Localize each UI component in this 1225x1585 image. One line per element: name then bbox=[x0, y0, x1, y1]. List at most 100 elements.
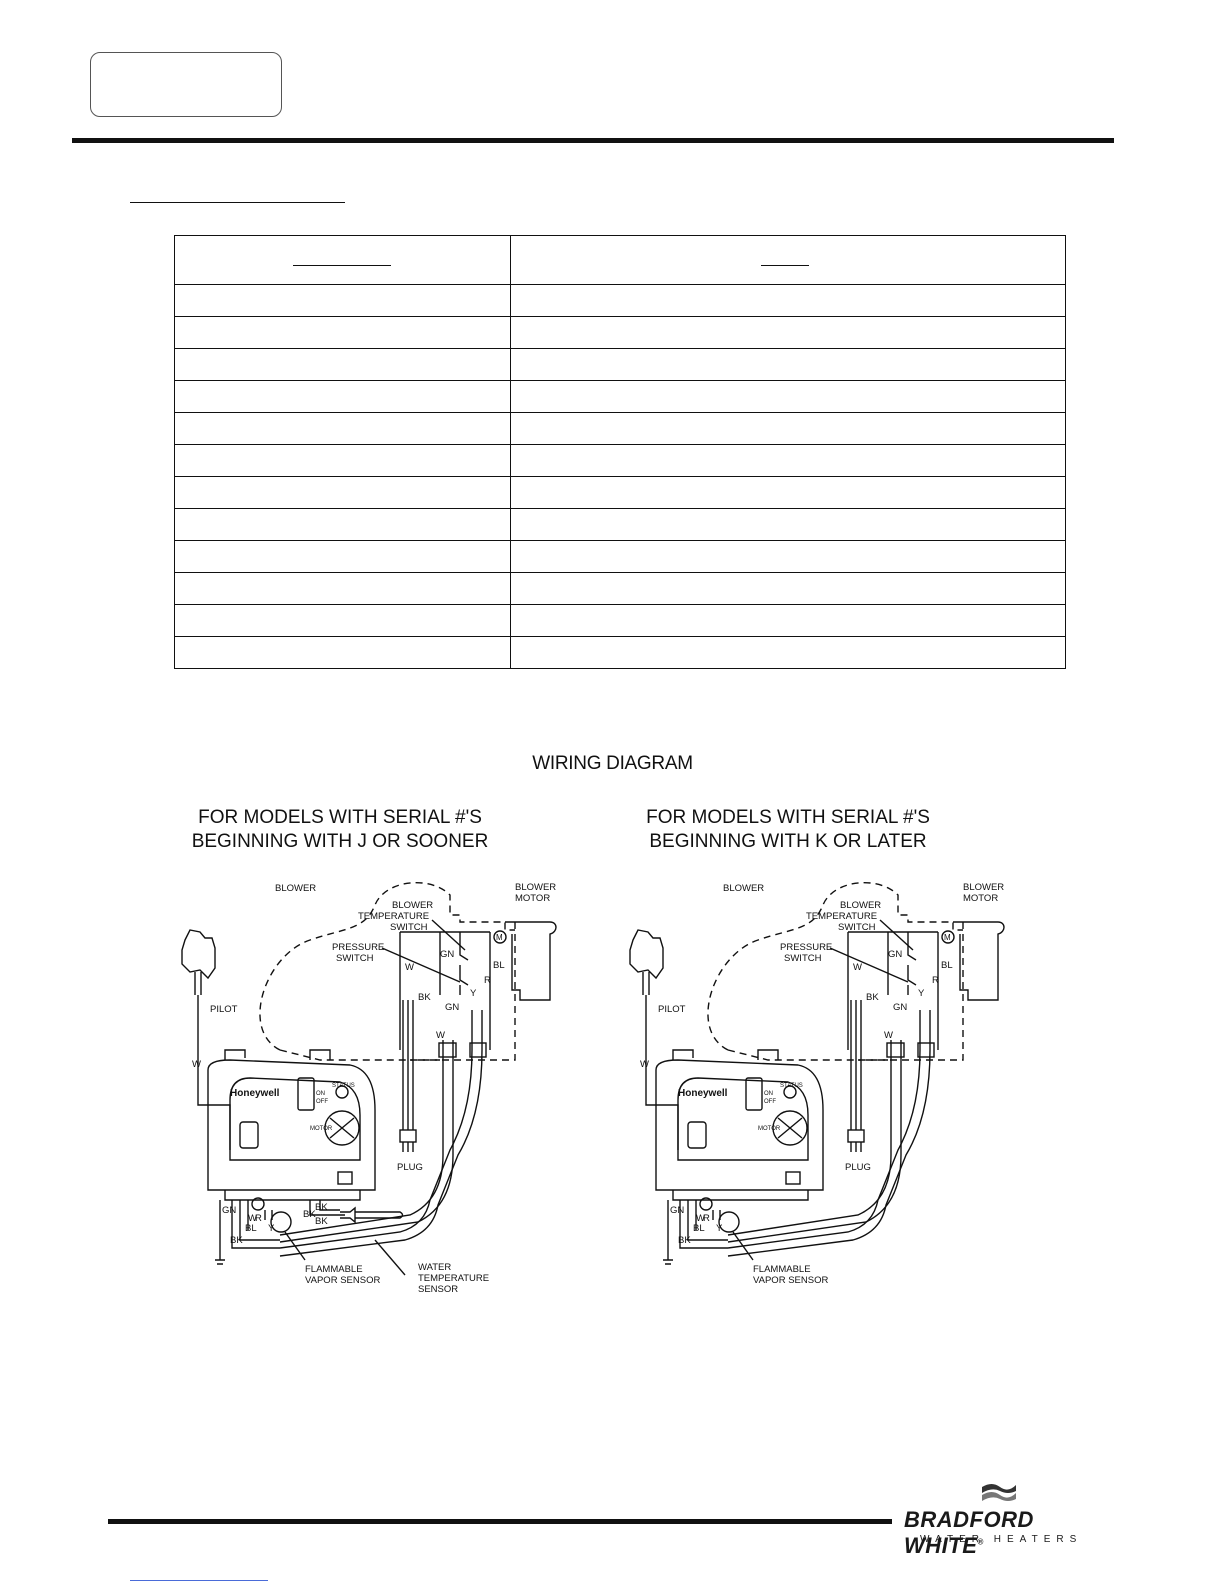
section-heading-underline bbox=[130, 186, 345, 203]
label-pilot: PILOT bbox=[210, 1004, 238, 1015]
label-wire-bk-mid: BK bbox=[418, 992, 431, 1003]
label-pressure-line2: SWITCH bbox=[336, 953, 374, 964]
left-panel-title: FOR MODELS WITH SERIAL #'S BEGINNING WIT… bbox=[160, 806, 520, 854]
logo-name-text: BRADFORD WHITE bbox=[904, 1507, 1034, 1558]
label-wire-y-valve: Y bbox=[268, 1223, 275, 1234]
label-pressure-line2: SWITCH bbox=[784, 953, 822, 964]
label-blower: BLOWER bbox=[723, 883, 764, 894]
label-wire-bk-sensor-1: BK bbox=[315, 1202, 328, 1213]
label-wire-bk-valve: BK bbox=[678, 1235, 691, 1246]
label-wire-gn-valve: GN bbox=[222, 1205, 236, 1216]
label-wire-gn-top: GN bbox=[888, 949, 902, 960]
label-on: ON bbox=[764, 1091, 773, 1097]
label-motor-m: M bbox=[496, 933, 503, 942]
label-wire-bl-valve: BL bbox=[245, 1223, 257, 1234]
footer-link-underline bbox=[130, 1580, 268, 1581]
table-row bbox=[174, 540, 1066, 573]
right-panel-title-line2: BEGINNING WITH K OR LATER bbox=[649, 831, 927, 852]
label-blower: BLOWER bbox=[275, 883, 316, 894]
label-wire-bk-sensor-3: BK bbox=[315, 1216, 328, 1227]
table-row bbox=[174, 572, 1066, 605]
label-vapor-line1: FLAMMABLE bbox=[753, 1264, 811, 1275]
label-vapor-line2: VAPOR SENSOR bbox=[753, 1275, 828, 1286]
label-wire-w-blower: W bbox=[405, 962, 414, 973]
label-honeywell: Honeywell bbox=[230, 1088, 280, 1099]
label-wire-w-valve: W bbox=[696, 1213, 705, 1224]
label-pilot: PILOT bbox=[658, 1004, 686, 1015]
wiring-diagram-title: WIRING DIAGRAM bbox=[532, 753, 693, 774]
label-blower-motor-line1: BLOWER bbox=[963, 882, 1004, 893]
logo-tagline: WATER HEATERS bbox=[920, 1534, 1083, 1545]
wiring-diagram-right: BLOWER BLOWER MOTOR BLOWER TEMPERATURE S… bbox=[629, 882, 1005, 1286]
label-wire-gn-valve: GN bbox=[670, 1205, 684, 1216]
table-row bbox=[174, 348, 1066, 381]
label-wire-r-valve: R bbox=[703, 1213, 710, 1224]
table-row bbox=[174, 604, 1066, 637]
right-panel-title-line1: FOR MODELS WITH SERIAL #'S bbox=[646, 807, 930, 828]
label-wire-bl-valve: BL bbox=[693, 1223, 705, 1234]
table-row bbox=[174, 636, 1066, 669]
label-wire-w-pilot: W bbox=[640, 1059, 649, 1070]
label-water-line3: SENSOR bbox=[418, 1284, 458, 1295]
table-row bbox=[174, 508, 1066, 541]
parts-table bbox=[174, 235, 1066, 669]
label-wire-r-top: R bbox=[484, 975, 491, 986]
label-off: OFF bbox=[316, 1099, 328, 1105]
label-water-line1: WATER bbox=[418, 1262, 451, 1273]
table-row bbox=[174, 380, 1066, 413]
label-blower-motor-line1: BLOWER bbox=[515, 882, 556, 893]
label-wire-r-top: R bbox=[932, 975, 939, 986]
label-blower-motor-line2: MOTOR bbox=[515, 893, 550, 904]
label-plug: PLUG bbox=[845, 1162, 871, 1173]
label-wire-y-valve: Y bbox=[716, 1223, 723, 1234]
label-pressure-line1: PRESSURE bbox=[780, 942, 832, 953]
label-motor-m: M bbox=[944, 933, 951, 942]
label-blower-temp-line3: SWITCH bbox=[390, 922, 428, 933]
label-blower-temp-line2: TEMPERATURE bbox=[358, 911, 429, 922]
table-header-row bbox=[174, 235, 1066, 285]
label-wire-gn-top: GN bbox=[440, 949, 454, 960]
label-on: ON bbox=[316, 1091, 325, 1097]
label-blower-temp-line1: BLOWER bbox=[392, 900, 433, 911]
label-wire-w-blower: W bbox=[853, 962, 862, 973]
label-wire-w-switch: W bbox=[884, 1030, 893, 1041]
label-wire-bk-valve: BK bbox=[230, 1235, 243, 1246]
footer-rule bbox=[108, 1519, 892, 1524]
label-blower-temp-line3: SWITCH bbox=[838, 922, 876, 933]
table-row bbox=[174, 444, 1066, 477]
label-wire-bl-top: BL bbox=[941, 960, 953, 971]
label-wire-bk-mid: BK bbox=[866, 992, 879, 1003]
label-vapor-line1: FLAMMABLE bbox=[305, 1264, 363, 1275]
table-header-cell-right bbox=[510, 235, 1066, 285]
table-header-cell-left bbox=[174, 235, 511, 285]
logo-registered: ® bbox=[977, 1537, 984, 1547]
flag-icon bbox=[982, 1484, 1016, 1501]
label-wire-y-top: Y bbox=[470, 988, 477, 999]
label-status: STATUS bbox=[332, 1083, 355, 1089]
wiring-diagram-left: BLOWER BLOWER MOTOR BLOWER TEMPERATURE S… bbox=[181, 882, 557, 1295]
label-blower-temp-line2: TEMPERATURE bbox=[806, 911, 877, 922]
left-panel-title-line1: FOR MODELS WITH SERIAL #'S bbox=[198, 807, 482, 828]
label-wire-bk-sensor-2: BK bbox=[303, 1209, 316, 1220]
label-motor: MOTOR bbox=[310, 1126, 333, 1132]
bradford-white-logo: BRADFORD WHITE® WATER HEATERS bbox=[900, 1479, 1100, 1558]
label-vapor-line2: VAPOR SENSOR bbox=[305, 1275, 380, 1286]
label-wire-bl-top: BL bbox=[493, 960, 505, 971]
label-plug: PLUG bbox=[397, 1162, 423, 1173]
label-wire-y-top: Y bbox=[918, 988, 925, 999]
label-wire-r-valve: R bbox=[255, 1213, 262, 1224]
label-wire-w-switch: W bbox=[436, 1030, 445, 1041]
table-row bbox=[174, 316, 1066, 349]
table-row bbox=[174, 284, 1066, 317]
label-wire-gn-mid: GN bbox=[445, 1002, 459, 1013]
label-status: STATUS bbox=[780, 1083, 803, 1089]
label-pressure-line1: PRESSURE bbox=[332, 942, 384, 953]
label-motor: MOTOR bbox=[758, 1126, 781, 1132]
section-tab-box bbox=[90, 52, 282, 117]
header-rule bbox=[72, 138, 1114, 143]
logo-name: BRADFORD WHITE® bbox=[904, 1507, 1100, 1559]
table-row bbox=[174, 476, 1066, 509]
label-honeywell: Honeywell bbox=[678, 1088, 728, 1099]
left-panel-title-line2: BEGINNING WITH J OR SOONER bbox=[191, 831, 489, 852]
label-off: OFF bbox=[764, 1099, 776, 1105]
